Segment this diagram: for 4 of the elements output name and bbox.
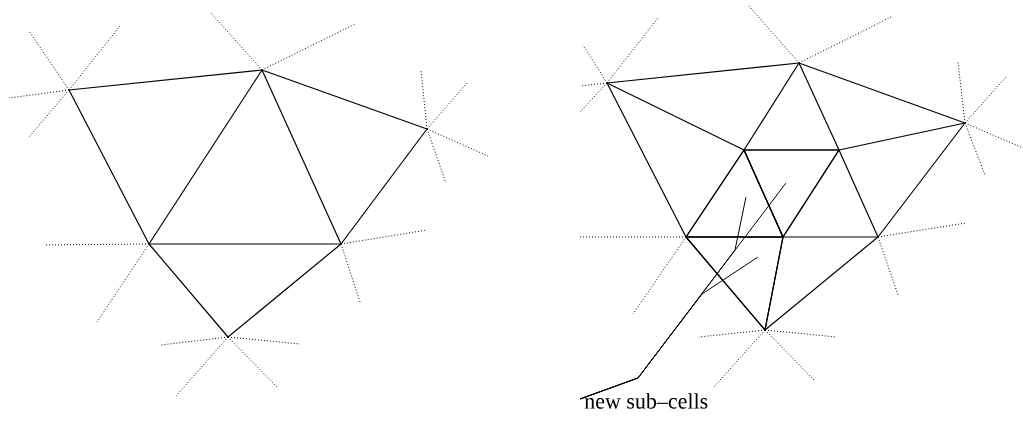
- sub-cell: [743, 149, 840, 238]
- leader-line: [579, 182, 787, 400]
- sub-cell: [685, 236, 784, 331]
- leader-text: new sub–cells: [584, 393, 708, 409]
